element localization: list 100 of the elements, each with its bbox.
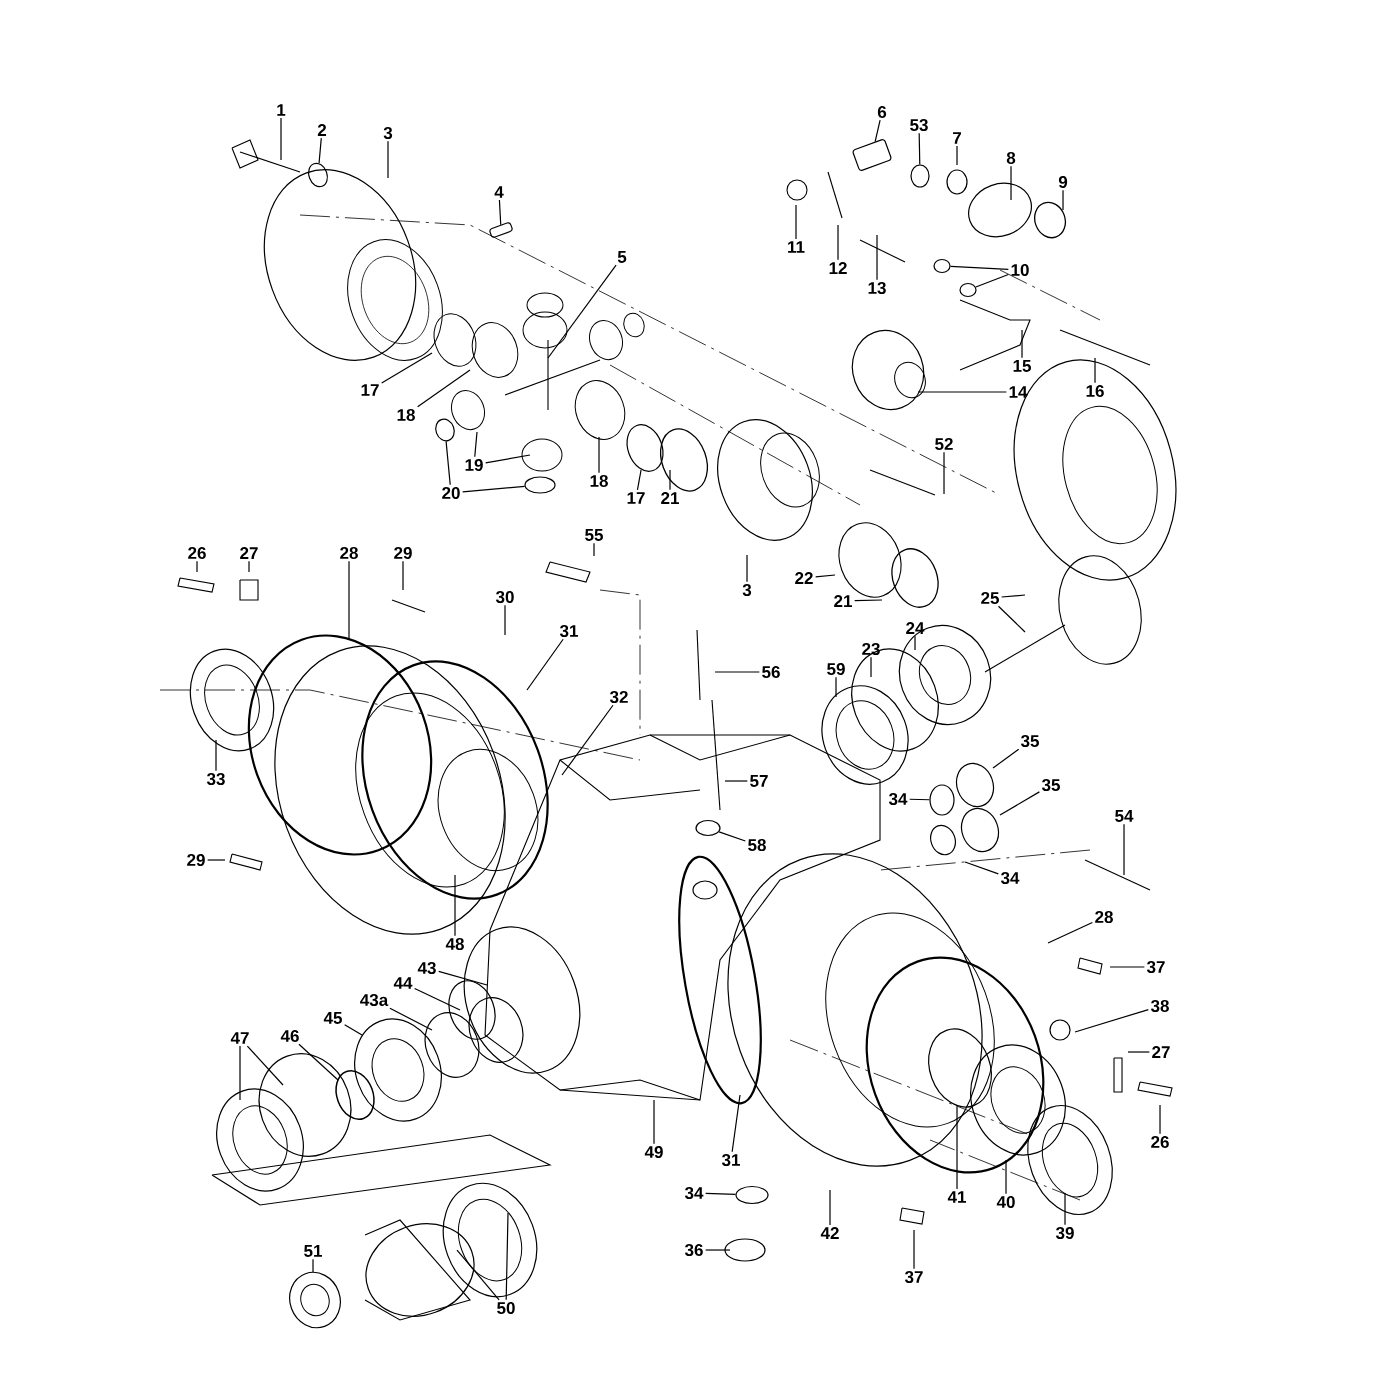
- leader-line: [829, 1189, 831, 1226]
- leader-line: [718, 831, 746, 842]
- leader-line: [835, 676, 837, 698]
- leader-line: [1094, 357, 1096, 384]
- leader-line: [795, 204, 797, 240]
- callout-number: 7: [953, 132, 961, 144]
- callout-number: 59: [827, 663, 845, 676]
- leader-line: [917, 391, 1007, 393]
- callout-number: 33: [206, 773, 225, 786]
- callout-number: 24: [906, 622, 925, 634]
- leader-line: [246, 1045, 284, 1086]
- leader-line: [207, 859, 226, 861]
- callout-number: 34: [684, 1187, 704, 1200]
- callout-number: 37: [1146, 961, 1165, 974]
- leader-line: [414, 987, 461, 1011]
- callout-number: 27: [240, 547, 258, 559]
- leader-line: [387, 140, 389, 179]
- callout-number: 56: [762, 666, 780, 679]
- callout-number: 21: [661, 492, 679, 504]
- pin: [489, 222, 513, 238]
- callout-number: 50: [497, 1302, 515, 1315]
- callout-number: 32: [609, 691, 628, 704]
- leader-line: [1123, 823, 1125, 876]
- leader-line: [526, 638, 564, 691]
- leader-line: [705, 1192, 737, 1196]
- callout-number: 49: [644, 1146, 663, 1159]
- leader-line: [1127, 1051, 1150, 1053]
- leader-line: [854, 599, 883, 602]
- leader-line: [312, 1258, 314, 1273]
- callout-number: 53: [910, 118, 928, 132]
- leader-line: [1074, 1009, 1149, 1033]
- leader-line: [914, 635, 916, 651]
- callout-number: 18: [397, 409, 415, 422]
- leader-line: [731, 1094, 741, 1153]
- callout-number: 3: [742, 583, 752, 597]
- callout-number: 10: [1011, 264, 1029, 277]
- washer: [929, 784, 955, 816]
- callout-number: 34: [1000, 872, 1020, 885]
- callout-number: 37: [904, 1271, 923, 1284]
- pin: [852, 139, 892, 171]
- leader-line: [746, 554, 748, 583]
- leader-line: [956, 145, 958, 166]
- leader-line: [344, 1024, 363, 1036]
- leader-line: [318, 137, 322, 164]
- leader-line: [402, 560, 404, 591]
- callout-number: 1: [277, 104, 286, 116]
- washer: [308, 162, 328, 188]
- washer: [626, 424, 664, 472]
- callout-number: 35: [1020, 735, 1039, 748]
- leader-line: [485, 454, 531, 464]
- callout-number: 42: [820, 1227, 839, 1239]
- leader-line: [956, 1104, 958, 1190]
- callout-number: 54: [1115, 810, 1134, 822]
- leader-line: [1064, 1192, 1066, 1226]
- callout-number: 9: [1058, 176, 1068, 189]
- callout-number: 48: [445, 938, 464, 951]
- leader-line: [909, 798, 930, 801]
- leader-line: [876, 234, 878, 281]
- callout-number: 55: [585, 529, 603, 541]
- callout-number: 18: [590, 475, 608, 488]
- callout-number: 36: [684, 1244, 703, 1257]
- leader-line: [669, 469, 671, 491]
- callout-number: 17: [627, 492, 645, 504]
- leader-line: [454, 874, 456, 937]
- leader-line: [1062, 189, 1064, 211]
- leader-line: [705, 1249, 731, 1251]
- leader-line: [636, 469, 642, 491]
- leader-line: [280, 117, 282, 161]
- leader-line: [1159, 1104, 1161, 1135]
- callout-number: 21: [834, 595, 852, 607]
- leader-line: [1021, 329, 1023, 359]
- leader-line: [462, 485, 526, 493]
- callout-number: 14: [1009, 386, 1028, 398]
- leader-line: [389, 1007, 433, 1031]
- callout-number: 57: [750, 775, 768, 787]
- leader-line: [918, 132, 921, 165]
- leader-line: [438, 970, 488, 986]
- callout-number: 38: [1150, 1000, 1169, 1013]
- callout-number: 34: [888, 793, 908, 806]
- leader-line: [348, 560, 350, 641]
- leader-line: [215, 739, 217, 772]
- leader-line: [724, 780, 748, 782]
- callout-number: 23: [862, 643, 880, 656]
- washer: [524, 476, 556, 494]
- leader-line: [1005, 1159, 1007, 1195]
- callout-number: 2: [317, 124, 327, 136]
- callout-number: 52: [935, 438, 953, 451]
- callout-number: 27: [1152, 1046, 1170, 1058]
- callout-number: 43: [417, 962, 436, 975]
- leader-line: [561, 704, 614, 776]
- callout-number: 29: [394, 547, 412, 560]
- leader-line: [1109, 966, 1145, 968]
- leader-line: [943, 451, 945, 495]
- leader-line: [964, 861, 999, 875]
- callout-number: 28: [340, 547, 358, 560]
- washer: [933, 258, 951, 274]
- callout-number: 13: [868, 281, 886, 295]
- callout-number: 35: [1041, 779, 1060, 792]
- leader-line: [417, 369, 471, 408]
- leader-line: [1047, 921, 1093, 944]
